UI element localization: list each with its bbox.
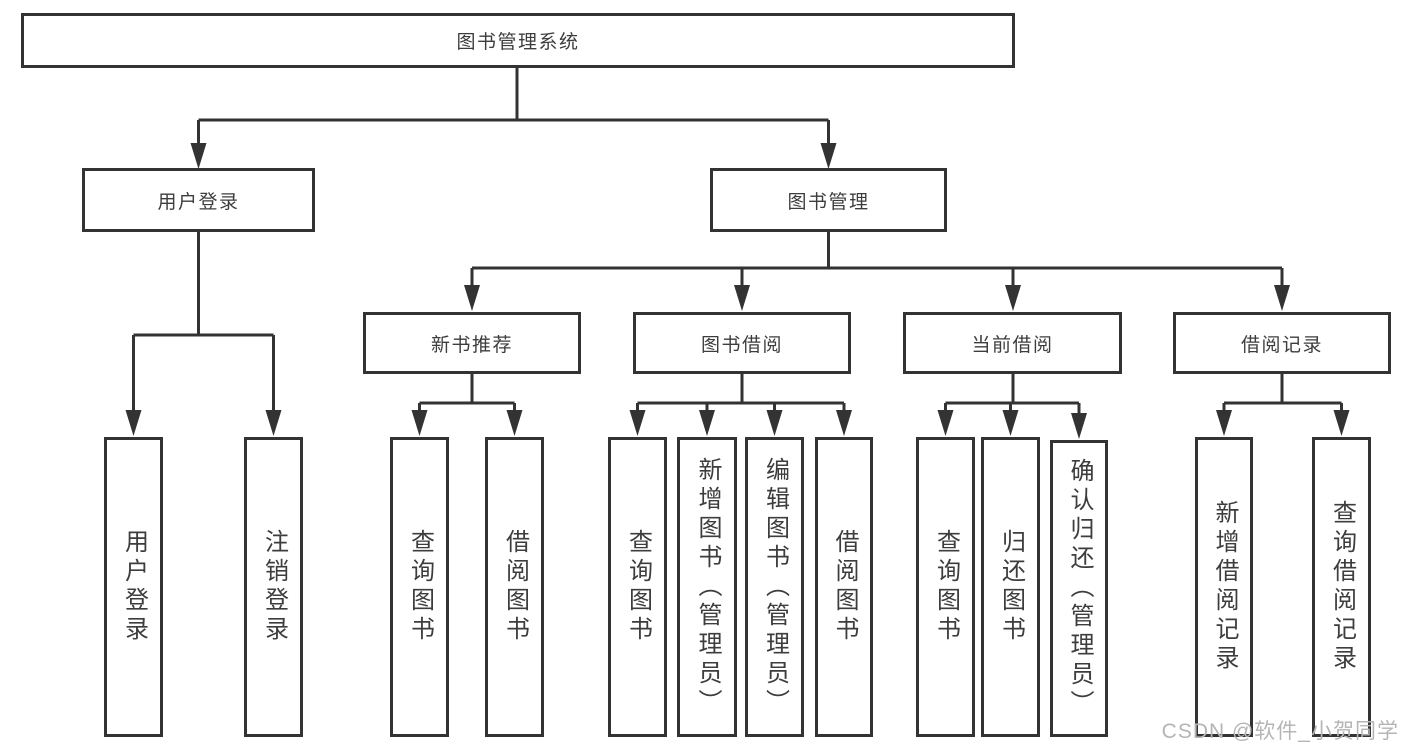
node-current-borrow: 当前借阅 (903, 312, 1122, 374)
leaf-label: 借阅图书 (501, 529, 529, 645)
leaf-user-login: 用户登录 (104, 437, 163, 737)
leaf-borrow-books-borrow: 借阅图书 (815, 437, 873, 737)
node-label: 图书借阅 (700, 334, 783, 356)
csdn-watermark: CSDN @软件_小贺同学 (1161, 720, 1399, 743)
leaf-label: 注销登录 (260, 529, 288, 645)
leaf-add-book-admin: 新增图书（管理员） (677, 437, 737, 737)
leaf-query-books-current: 查询图书 (916, 437, 975, 737)
leaf-label: 查询图书 (932, 529, 960, 645)
leaf-confirm-return-admin: 确认归还（管理员） (1050, 440, 1108, 737)
leaf-return-book: 归还图书 (981, 437, 1040, 737)
leaf-label: 借阅图书 (831, 529, 858, 645)
node-borrow-records: 借阅记录 (1173, 312, 1391, 374)
node-label: 用户登录 (157, 191, 240, 213)
leaf-label: 查询借阅记录 (1328, 500, 1356, 674)
leaf-query-books-recommend: 查询图书 (390, 437, 449, 737)
node-label: 图书管理 (787, 191, 870, 213)
leaf-add-borrow-record: 新增借阅记录 (1195, 437, 1253, 737)
leaf-label: 新增图书（管理员） (694, 456, 721, 718)
leaf-label: 查询图书 (406, 529, 434, 645)
leaf-label: 编辑图书（管理员） (761, 456, 789, 718)
node-library-management-system: 图书管理系统 (21, 13, 1015, 68)
leaf-label: 确认归还（管理员） (1066, 458, 1093, 719)
node-label: 图书管理系统 (456, 32, 580, 53)
leaf-edit-book-admin: 编辑图书（管理员） (745, 437, 804, 737)
node-label: 借阅记录 (1240, 334, 1323, 356)
leaf-query-books-borrow: 查询图书 (608, 437, 667, 737)
node-user-login: 用户登录 (82, 168, 315, 232)
leaf-borrow-books-recommend: 借阅图书 (485, 437, 544, 737)
node-book-management: 图书管理 (710, 168, 947, 232)
leaf-label: 新增借阅记录 (1211, 500, 1238, 674)
leaf-label: 查询图书 (624, 529, 652, 645)
leaf-query-borrow-record: 查询借阅记录 (1312, 437, 1371, 737)
node-book-borrow: 图书借阅 (633, 312, 851, 374)
leaf-label: 用户登录 (120, 529, 148, 645)
node-new-book-recommend: 新书推荐 (363, 312, 581, 374)
leaf-logout: 注销登录 (244, 437, 303, 737)
node-label: 新书推荐 (430, 334, 513, 356)
node-label: 当前借阅 (971, 334, 1054, 356)
leaf-label: 归还图书 (997, 529, 1025, 645)
